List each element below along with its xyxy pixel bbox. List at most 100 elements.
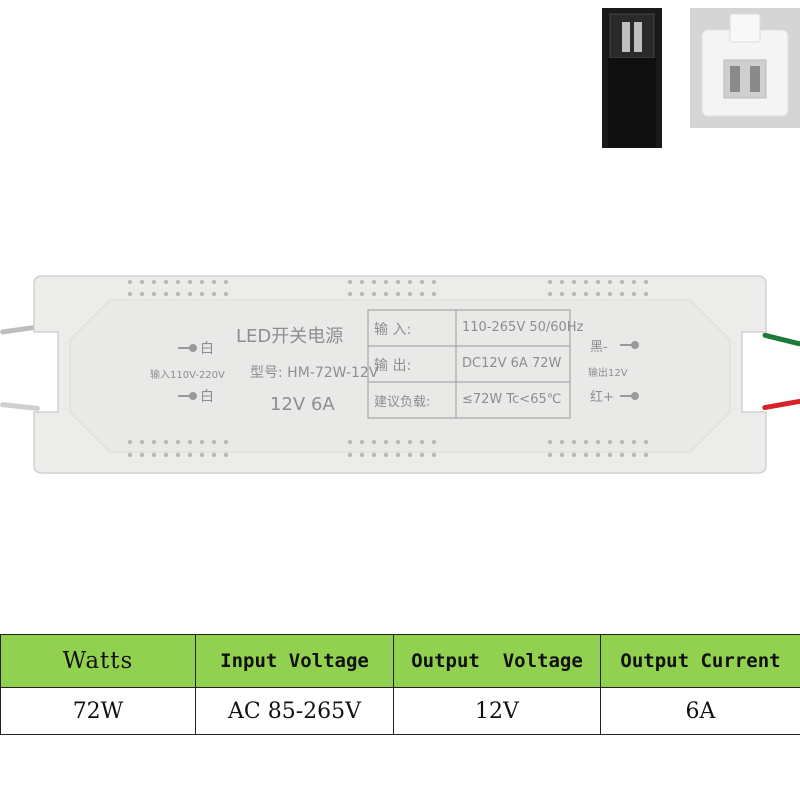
vent-dot bbox=[151, 291, 157, 297]
vent-dot bbox=[559, 452, 565, 458]
vent-dot bbox=[583, 279, 589, 285]
vent-dot bbox=[643, 452, 649, 458]
vent-dot bbox=[571, 452, 577, 458]
vent-dot bbox=[407, 279, 413, 285]
vent-dot bbox=[547, 452, 553, 458]
vent-dot bbox=[619, 452, 625, 458]
vent-dot bbox=[199, 291, 205, 297]
vent-dot bbox=[199, 439, 205, 445]
vent-dot bbox=[595, 279, 601, 285]
vent-dot bbox=[139, 452, 145, 458]
vent-dot bbox=[139, 291, 145, 297]
black-connector-photo bbox=[588, 8, 668, 148]
vent-dot bbox=[395, 291, 401, 297]
vent-dot bbox=[371, 279, 377, 285]
label-title: LED开关电源 bbox=[236, 326, 344, 347]
vent-dot bbox=[383, 439, 389, 445]
vent-dot bbox=[419, 452, 425, 458]
vent-dot bbox=[583, 439, 589, 445]
vent-dot bbox=[371, 439, 377, 445]
vent-dot bbox=[211, 439, 217, 445]
vent-dot bbox=[151, 439, 157, 445]
vent-dot bbox=[607, 439, 613, 445]
vent-dot bbox=[199, 279, 205, 285]
vent-dot bbox=[223, 439, 229, 445]
vent-dot bbox=[559, 279, 565, 285]
spec-table: Watts Input Voltage Output Voltage Outpu… bbox=[0, 634, 800, 735]
label-left-mid: 输入110V-220V bbox=[150, 370, 225, 381]
vent-dot bbox=[431, 452, 437, 458]
vent-dot bbox=[631, 279, 637, 285]
vent-dot bbox=[347, 279, 353, 285]
value-output-current: 6A bbox=[600, 687, 800, 735]
vent-dot bbox=[163, 279, 169, 285]
vent-dot bbox=[127, 291, 133, 297]
vent-dot bbox=[607, 279, 613, 285]
vent-dot bbox=[175, 439, 181, 445]
vent-dot bbox=[431, 279, 437, 285]
vent-dot bbox=[383, 452, 389, 458]
vent-dot bbox=[199, 452, 205, 458]
spec-value-row: 72W AC 85-265V 12V 6A bbox=[0, 687, 800, 735]
vent-dot bbox=[595, 452, 601, 458]
vent-dot bbox=[175, 452, 181, 458]
vent-dot bbox=[583, 452, 589, 458]
vent-dot bbox=[127, 279, 133, 285]
vent-dot bbox=[643, 439, 649, 445]
vent-dot bbox=[547, 439, 553, 445]
vent-dot bbox=[127, 452, 133, 458]
label-left-top: 白 bbox=[200, 341, 214, 357]
label-model: 型号: HM-72W-12V bbox=[250, 365, 379, 381]
vent-dot bbox=[211, 291, 217, 297]
vent-dot bbox=[163, 439, 169, 445]
vent-dot bbox=[571, 291, 577, 297]
vent-dot bbox=[431, 439, 437, 445]
vent-dot bbox=[419, 291, 425, 297]
value-watts: 72W bbox=[0, 687, 196, 735]
vent-dot bbox=[631, 291, 637, 297]
vent-dot bbox=[643, 279, 649, 285]
vent-dot bbox=[175, 291, 181, 297]
label-row-key: 建议负载: bbox=[374, 395, 431, 410]
vent-dot bbox=[559, 439, 565, 445]
label-row-value: ≤72W Tc<65℃ bbox=[462, 392, 562, 407]
label-rating: 12V 6A bbox=[270, 394, 335, 415]
vent-dot bbox=[619, 439, 625, 445]
vent-dot bbox=[619, 279, 625, 285]
vent-dot bbox=[619, 291, 625, 297]
vent-dot bbox=[431, 291, 437, 297]
header-watts: Watts bbox=[0, 634, 196, 688]
vent-dot bbox=[571, 439, 577, 445]
vent-dot bbox=[151, 452, 157, 458]
vent-dot bbox=[347, 439, 353, 445]
vent-dot bbox=[359, 452, 365, 458]
vent-dot bbox=[127, 439, 133, 445]
vent-dot bbox=[187, 452, 193, 458]
vent-dot bbox=[187, 439, 193, 445]
header-output-current: Output Current bbox=[600, 634, 800, 688]
vent-dot bbox=[395, 452, 401, 458]
vent-dot bbox=[163, 291, 169, 297]
vent-dot bbox=[139, 279, 145, 285]
vent-dot bbox=[211, 279, 217, 285]
vent-dot bbox=[151, 279, 157, 285]
header-output-voltage: Output Voltage bbox=[393, 634, 601, 688]
vent-dot bbox=[571, 279, 577, 285]
vent-dot bbox=[223, 279, 229, 285]
label-left-bot: 白 bbox=[200, 389, 214, 405]
vent-dot bbox=[359, 279, 365, 285]
vent-dot bbox=[583, 291, 589, 297]
vent-dot bbox=[347, 291, 353, 297]
vent-dot bbox=[419, 439, 425, 445]
vent-dot bbox=[559, 291, 565, 297]
vent-dot bbox=[359, 291, 365, 297]
power-supply-body bbox=[33, 275, 767, 474]
vent-dot bbox=[223, 291, 229, 297]
label-row-key: 输 入: bbox=[374, 322, 412, 338]
vent-dot bbox=[643, 291, 649, 297]
white-connector-photo bbox=[690, 8, 800, 128]
label-row-key: 输 出: bbox=[374, 358, 412, 374]
vent-dot bbox=[359, 439, 365, 445]
vent-dot bbox=[187, 279, 193, 285]
vent-dot bbox=[347, 452, 353, 458]
